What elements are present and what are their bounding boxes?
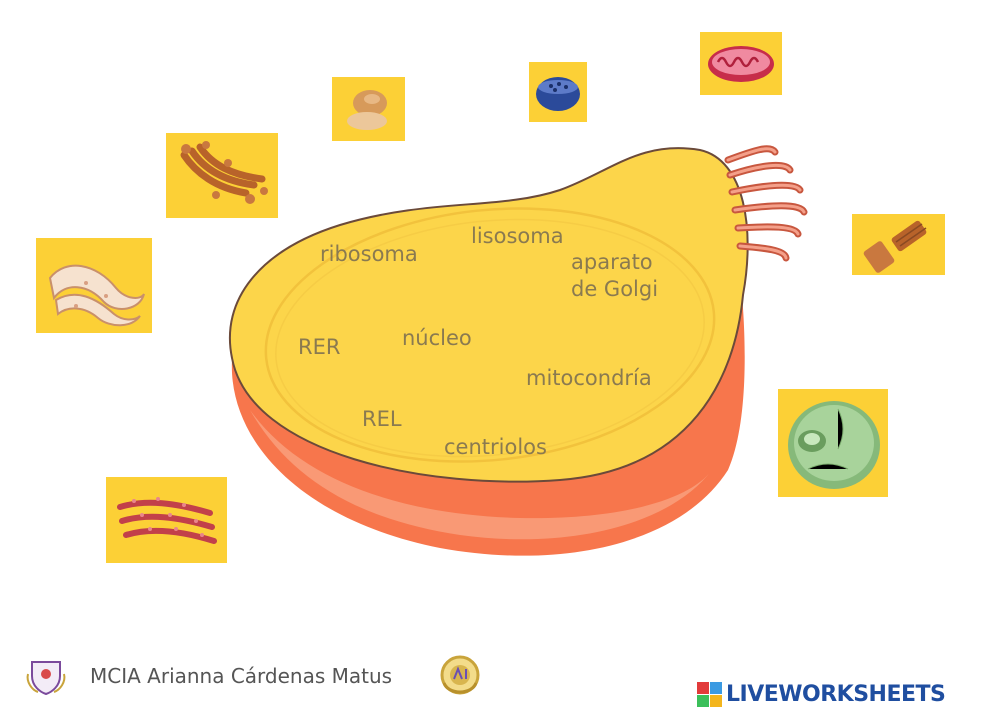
nucleus-icon xyxy=(788,401,880,489)
brand-squares-icon xyxy=(697,681,722,707)
footer-author: MCIA Arianna Cárdenas Matus xyxy=(90,664,393,688)
nucleus-outline xyxy=(264,207,716,463)
label-nucleo[interactable]: núcleo xyxy=(402,326,472,350)
tile-centriole[interactable] xyxy=(852,214,945,275)
tile-nucleus[interactable] xyxy=(778,389,888,497)
centriole-icon xyxy=(863,220,927,273)
label-aparato-line1: aparato xyxy=(571,250,653,274)
brand-logo[interactable]: LIVEWORKSHEETS xyxy=(697,679,946,709)
tile-top-left[interactable] xyxy=(332,77,405,141)
nucleus-outline-inner xyxy=(275,218,705,458)
cell-membrane-side xyxy=(231,290,745,556)
lysosome-icon xyxy=(536,77,580,111)
label-mitocondria[interactable]: mitocondría xyxy=(526,366,652,390)
tile-top-right[interactable] xyxy=(700,32,782,95)
label-ribosoma[interactable]: ribosoma xyxy=(320,242,418,266)
smooth-er-icon xyxy=(48,264,145,327)
cell-membrane-inner-side xyxy=(250,410,712,540)
label-rer[interactable]: RER xyxy=(298,335,341,359)
label-aparato-de-golgi[interactable]: aparato de Golgi xyxy=(571,249,658,304)
cell-cytoplasm xyxy=(228,147,749,483)
label-aparato-line2: de Golgi xyxy=(571,277,659,302)
tile-rer[interactable] xyxy=(106,477,227,563)
golgi-apparatus-icon xyxy=(180,141,268,204)
rough-er-icon xyxy=(117,497,217,544)
brand-name: LIVEWORKSHEETS xyxy=(726,681,946,707)
school-crest-icon xyxy=(26,661,66,696)
label-centriolos[interactable]: centriolos xyxy=(444,435,547,459)
anniversary-badge-icon xyxy=(440,655,480,695)
mitochondrion-icon xyxy=(708,46,774,82)
label-lisosoma[interactable]: lisosoma xyxy=(471,224,564,248)
ribosome-icon xyxy=(347,90,387,130)
tile-rel[interactable] xyxy=(36,238,152,333)
label-rel[interactable]: REL xyxy=(362,407,402,431)
tile-golgi[interactable] xyxy=(166,133,278,218)
tile-top-center[interactable] xyxy=(529,62,587,122)
